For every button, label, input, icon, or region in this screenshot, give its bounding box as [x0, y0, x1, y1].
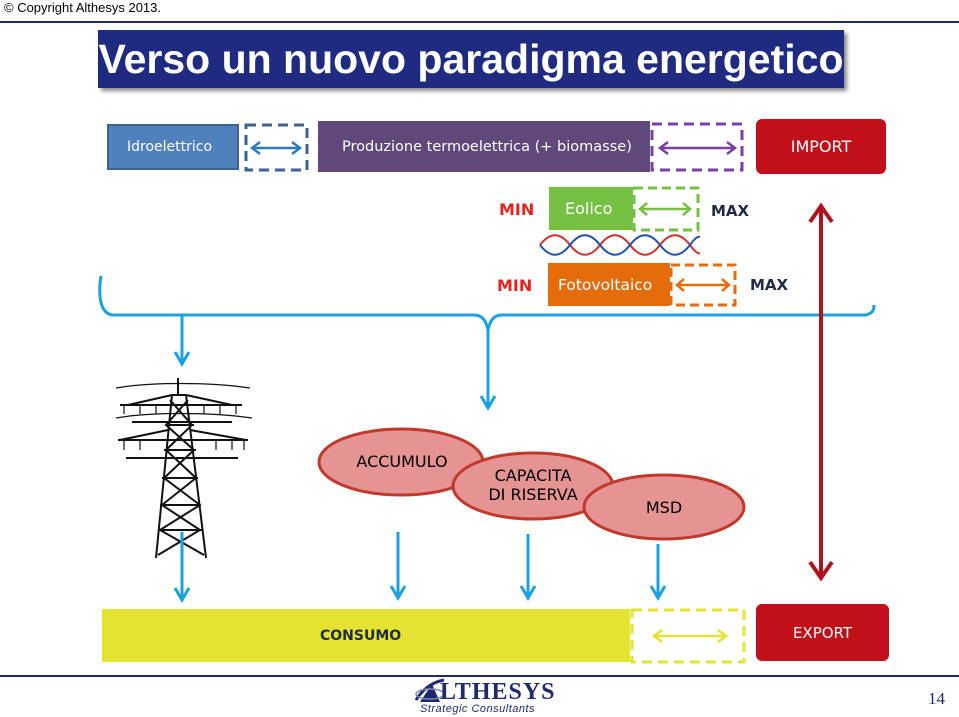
consumo-box: CONSUMO [102, 609, 630, 662]
foto-min-label: MIN [497, 276, 533, 295]
export-box: EXPORT [756, 604, 889, 661]
import-box: IMPORT [756, 119, 886, 174]
fotovoltaico-box: Fotovoltaico [548, 263, 670, 306]
logo-tagline: Strategic Consultants [420, 703, 536, 715]
brace-arrow-center [479, 330, 497, 411]
consumo-double-arrow [651, 629, 729, 643]
accumulo-label: ACCUMULO [356, 452, 448, 471]
eolico-max-label: MAX [711, 202, 750, 220]
idro-flex-box [244, 123, 309, 172]
copyright-notice: © Copyright Althesys 2013. [4, 0, 161, 15]
eolico-min-label: MIN [499, 200, 535, 219]
msd-ellipse [582, 473, 746, 541]
accumulo-down-arrow [389, 532, 407, 601]
consumo-flex-box [630, 608, 746, 664]
foto-max-label: MAX [750, 276, 789, 294]
msd-label: MSD [645, 498, 683, 517]
capacita-label: CAPACITA DI RISERVA [454, 466, 612, 504]
page-number: 14 [928, 689, 945, 708]
pylon-down-arrow [173, 532, 191, 603]
foto-flex-box [669, 263, 737, 307]
title-bar [98, 30, 844, 88]
termo-double-arrow [657, 141, 738, 155]
msd-down-arrow [649, 544, 667, 601]
header-divider [0, 21, 959, 23]
brace-arrow-left [173, 316, 191, 367]
foto-double-arrow [675, 278, 731, 292]
capacita-line1: CAPACITA [494, 466, 572, 485]
eolico-double-arrow [638, 202, 692, 216]
capacita-down-arrow [519, 534, 537, 601]
althesys-logo-icon [414, 678, 445, 702]
termo-flex-box [650, 122, 744, 172]
idro-double-arrow [249, 141, 303, 155]
eolico-box: Eolico [549, 187, 633, 230]
page-title: Verso un nuovo paradigma energetico [98, 36, 844, 82]
footer-divider [0, 675, 959, 677]
capacita-line2: DI RISERVA [488, 485, 578, 504]
eolico-flex-box [632, 186, 700, 232]
logo-wordmark: LTHESYS [440, 679, 556, 705]
power-pylon-icon [115, 378, 253, 559]
import-export-arrow [808, 202, 834, 582]
termoelettrica-box: Produzione termoelettrica (+ biomasse) [318, 121, 650, 172]
wave-blue [539, 234, 701, 256]
idroelettrico-box: Idroelettrico [107, 124, 239, 170]
